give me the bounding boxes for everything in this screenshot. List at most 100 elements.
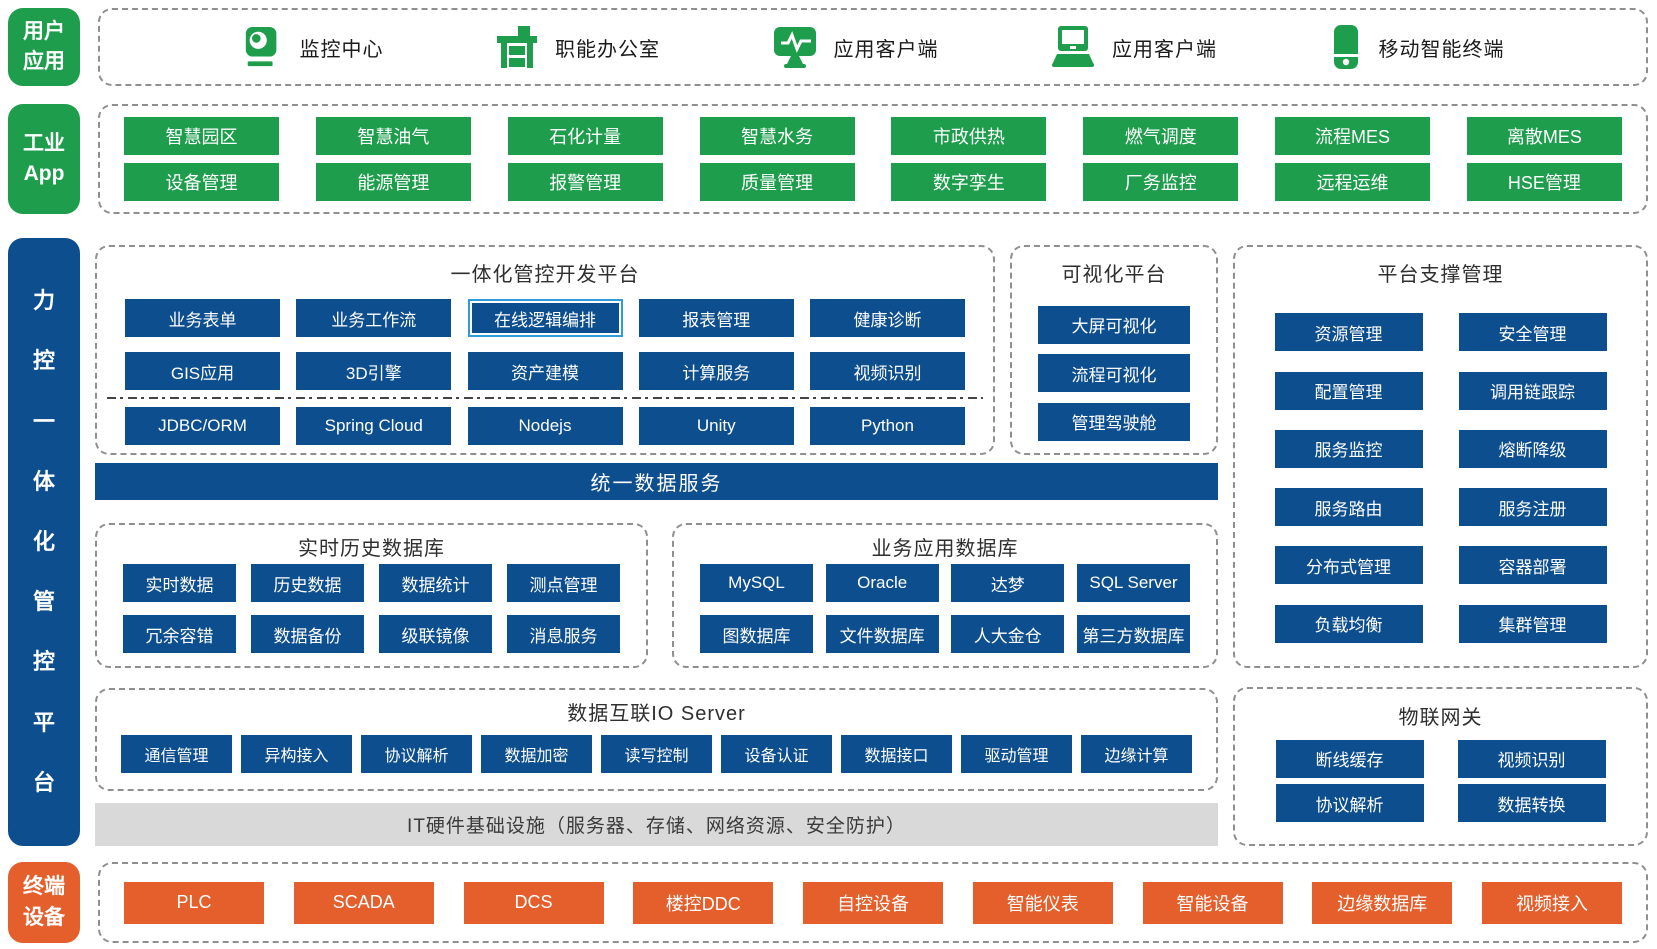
realtime-db-row2: 冗余容错数据备份级联镜像消息服务 (97, 615, 646, 653)
industrial-app-button[interactable]: 流程MES (1275, 117, 1431, 156)
industrial-app-button[interactable]: 报警管理 (507, 162, 663, 201)
industrial-app-button[interactable]: 智慧园区 (124, 117, 279, 156)
dev-platform-button[interactable]: 在线逻辑编排 (467, 299, 623, 337)
support-button[interactable]: 资源管理 (1274, 313, 1423, 352)
realtime-db-button[interactable]: 实时数据 (123, 564, 236, 602)
terminal-button[interactable]: PLC (124, 881, 264, 924)
industrial-app-button[interactable]: 质量管理 (699, 162, 855, 201)
business-db-button[interactable]: SQL Server (1076, 564, 1190, 602)
io-server-button[interactable]: 通信管理 (121, 735, 232, 773)
business-db-row2: 图数据库文件数据库人大金仓第三方数据库 (674, 615, 1216, 653)
industrial-app-button[interactable]: 数字孪生 (891, 162, 1047, 201)
dev-platform-button[interactable]: 资产建模 (467, 352, 623, 390)
io-server-button[interactable]: 读写控制 (601, 735, 712, 773)
business-db-button[interactable]: 人大金仓 (951, 615, 1065, 653)
support-button[interactable]: 服务路由 (1274, 488, 1423, 527)
terminal-button[interactable]: 自控设备 (803, 881, 943, 924)
user-app-item-monitoring-center[interactable]: 监控中心 (242, 26, 384, 68)
dev-platform-button[interactable]: GIS应用 (125, 352, 280, 390)
visualization-button[interactable]: 管理驾驶舱 (1038, 402, 1190, 441)
realtime-db-button[interactable]: 历史数据 (251, 564, 364, 602)
dev-platform-button[interactable]: 计算服务 (638, 352, 794, 390)
realtime-db-button[interactable]: 冗余容错 (123, 615, 236, 653)
visualization-box: 可视化平台 大屏可视化流程可视化管理驾驶舱 (1010, 245, 1218, 455)
industrial-app-button[interactable]: 燃气调度 (1083, 117, 1239, 156)
support-button[interactable]: 配置管理 (1274, 371, 1423, 410)
iot-gateway-button[interactable]: 断线缓存 (1275, 739, 1424, 778)
realtime-db-button[interactable]: 数据统计 (379, 564, 492, 602)
iot-gateway-buttons: 断线缓存视频识别 协议解析数据转换 (1235, 733, 1646, 829)
terminal-button[interactable]: 楼控DDC (633, 881, 774, 924)
support-button[interactable]: 调用链跟踪 (1458, 371, 1607, 410)
io-server-button[interactable]: 数据加密 (481, 735, 592, 773)
dev-platform-button[interactable]: 业务工作流 (296, 299, 452, 337)
business-db-button[interactable]: Oracle (825, 564, 939, 602)
user-app-item-client-desktop[interactable]: 应用客户端 (772, 26, 939, 68)
industrial-app-button[interactable]: 智慧油气 (315, 117, 471, 156)
support-button[interactable]: 集群管理 (1458, 604, 1607, 643)
realtime-db-button[interactable]: 测点管理 (507, 564, 620, 602)
unified-data-service-bar: 统一数据服务 (95, 463, 1218, 500)
io-server-button[interactable]: 数据接口 (841, 735, 952, 773)
visualization-button[interactable]: 流程可视化 (1038, 354, 1190, 392)
dev-platform-button[interactable]: Spring Cloud (296, 407, 452, 445)
terminals-label-line2: 设备 (23, 905, 65, 929)
dev-platform-button[interactable]: 业务表单 (125, 299, 280, 337)
realtime-db-button[interactable]: 数据备份 (251, 615, 364, 653)
industrial-app-button[interactable]: 远程运维 (1275, 162, 1431, 201)
io-server-button[interactable]: 协议解析 (361, 735, 472, 773)
support-button[interactable]: 安全管理 (1458, 313, 1607, 352)
industrial-app-button[interactable]: 厂务监控 (1083, 162, 1239, 201)
support-button[interactable]: 负载均衡 (1274, 604, 1423, 643)
terminal-button[interactable]: 视频接入 (1482, 881, 1622, 924)
terminal-button[interactable]: 智能设备 (1142, 881, 1283, 924)
iot-gateway-button[interactable]: 视频识别 (1457, 739, 1606, 778)
io-server-button[interactable]: 异构接入 (241, 735, 352, 773)
io-server-button[interactable]: 边缘计算 (1081, 735, 1192, 773)
dev-platform-button[interactable]: 健康诊断 (810, 299, 965, 337)
support-button[interactable]: 服务注册 (1458, 488, 1607, 527)
dev-platform-button[interactable]: 3D引擎 (296, 352, 452, 390)
user-app-item-office[interactable]: 职能办公室 (495, 26, 660, 68)
support-button[interactable]: 分布式管理 (1274, 546, 1423, 585)
terminal-button[interactable]: 智能仪表 (972, 881, 1113, 924)
dev-platform-button[interactable]: Nodejs (467, 407, 623, 445)
realtime-db-button[interactable]: 消息服务 (507, 615, 620, 653)
support-button[interactable]: 服务监控 (1274, 429, 1423, 468)
industrial-app-button[interactable]: 设备管理 (124, 162, 279, 201)
terminal-button[interactable]: 边缘数据库 (1312, 881, 1453, 924)
io-server-button[interactable]: 驱动管理 (961, 735, 1072, 773)
industrial-app-button[interactable]: 智慧水务 (699, 117, 855, 156)
dev-platform-button[interactable]: Unity (638, 407, 794, 445)
business-db-button[interactable]: 图数据库 (700, 615, 813, 653)
industrial-app-button[interactable]: 能源管理 (315, 162, 471, 201)
terminals-box: PLC SCADA DCS 楼控DDC 自控设备智能仪表智能设备边缘数据库视频接入 (98, 862, 1648, 943)
dev-platform-button[interactable]: 视频识别 (810, 352, 965, 390)
iot-gateway-button[interactable]: 数据转换 (1457, 784, 1606, 823)
realtime-db-button[interactable]: 级联镜像 (379, 615, 492, 653)
business-db-button[interactable]: 文件数据库 (825, 615, 939, 653)
user-app-item-label: 应用客户端 (1112, 38, 1217, 61)
user-app-item-client-laptop[interactable]: 应用客户端 (1050, 26, 1217, 68)
business-db-button[interactable]: MySQL (700, 564, 813, 602)
industrial-app-button[interactable]: 石化计量 (507, 117, 663, 156)
io-server-button[interactable]: 设备认证 (721, 735, 832, 773)
user-app-item-mobile[interactable]: 移动智能终端 (1329, 25, 1505, 69)
dev-platform-button[interactable]: 报表管理 (638, 299, 794, 337)
terminal-button[interactable]: SCADA (293, 881, 434, 924)
business-db-button[interactable]: 第三方数据库 (1076, 615, 1190, 653)
visualization-button[interactable]: 大屏可视化 (1038, 305, 1190, 344)
industrial-apps-side-label: 工业 App (8, 104, 80, 214)
industrial-app-button[interactable]: HSE管理 (1466, 162, 1622, 201)
industrial-app-button[interactable]: 离散MES (1466, 117, 1622, 156)
terminal-button[interactable]: DCS (463, 881, 604, 924)
platform-side-label: 力控一体化管控平台 (8, 238, 80, 846)
support-button[interactable]: 熔断降级 (1458, 429, 1607, 468)
dev-platform-button[interactable]: JDBC/ORM (125, 407, 280, 445)
user-apps-label-line2: 应用 (23, 50, 65, 73)
business-db-button[interactable]: 达梦 (951, 564, 1065, 602)
support-button[interactable]: 容器部署 (1458, 546, 1607, 585)
industrial-app-button[interactable]: 市政供热 (891, 117, 1047, 156)
dev-platform-button[interactable]: Python (810, 407, 965, 445)
iot-gateway-button[interactable]: 协议解析 (1275, 784, 1424, 823)
